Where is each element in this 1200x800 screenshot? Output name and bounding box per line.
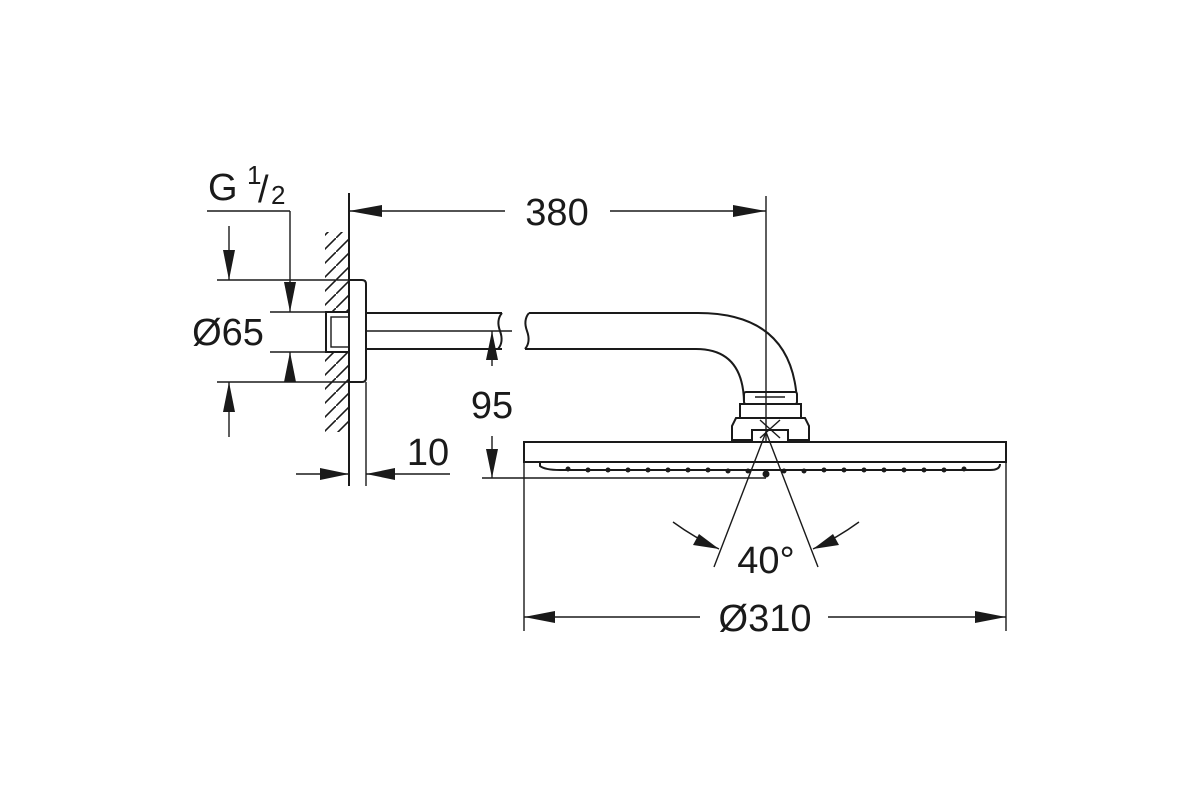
dimension-95: 95 — [471, 331, 766, 479]
nozzle-row — [565, 466, 967, 478]
thread-numerator: 1 — [247, 160, 261, 190]
wall-offset-label: 10 — [407, 432, 449, 474]
thread-denominator: 2 — [271, 180, 285, 210]
arm-length-label: 380 — [525, 192, 588, 234]
thread-label: G — [208, 167, 238, 209]
dimension-spray-angle: 40° — [672, 431, 860, 582]
dimension-380: 380 — [349, 192, 766, 234]
dimension-flange-diameter: Ø65 — [192, 226, 349, 437]
spray-angle-label: 40° — [737, 540, 794, 582]
head-diameter-label: Ø310 — [719, 598, 812, 640]
flange-diameter-label: Ø65 — [192, 312, 264, 354]
thread-slash: / — [258, 169, 269, 211]
drop-height-label: 95 — [471, 385, 513, 427]
dimension-thread: G 1 / 2 — [207, 160, 296, 382]
shower-arm — [366, 312, 798, 403]
dimension-head-diameter: Ø310 — [523, 442, 1007, 640]
shower-head — [523, 196, 1007, 478]
dimension-10: 10 — [296, 382, 450, 486]
ball-joint — [731, 391, 810, 443]
wall-flange — [325, 279, 367, 383]
